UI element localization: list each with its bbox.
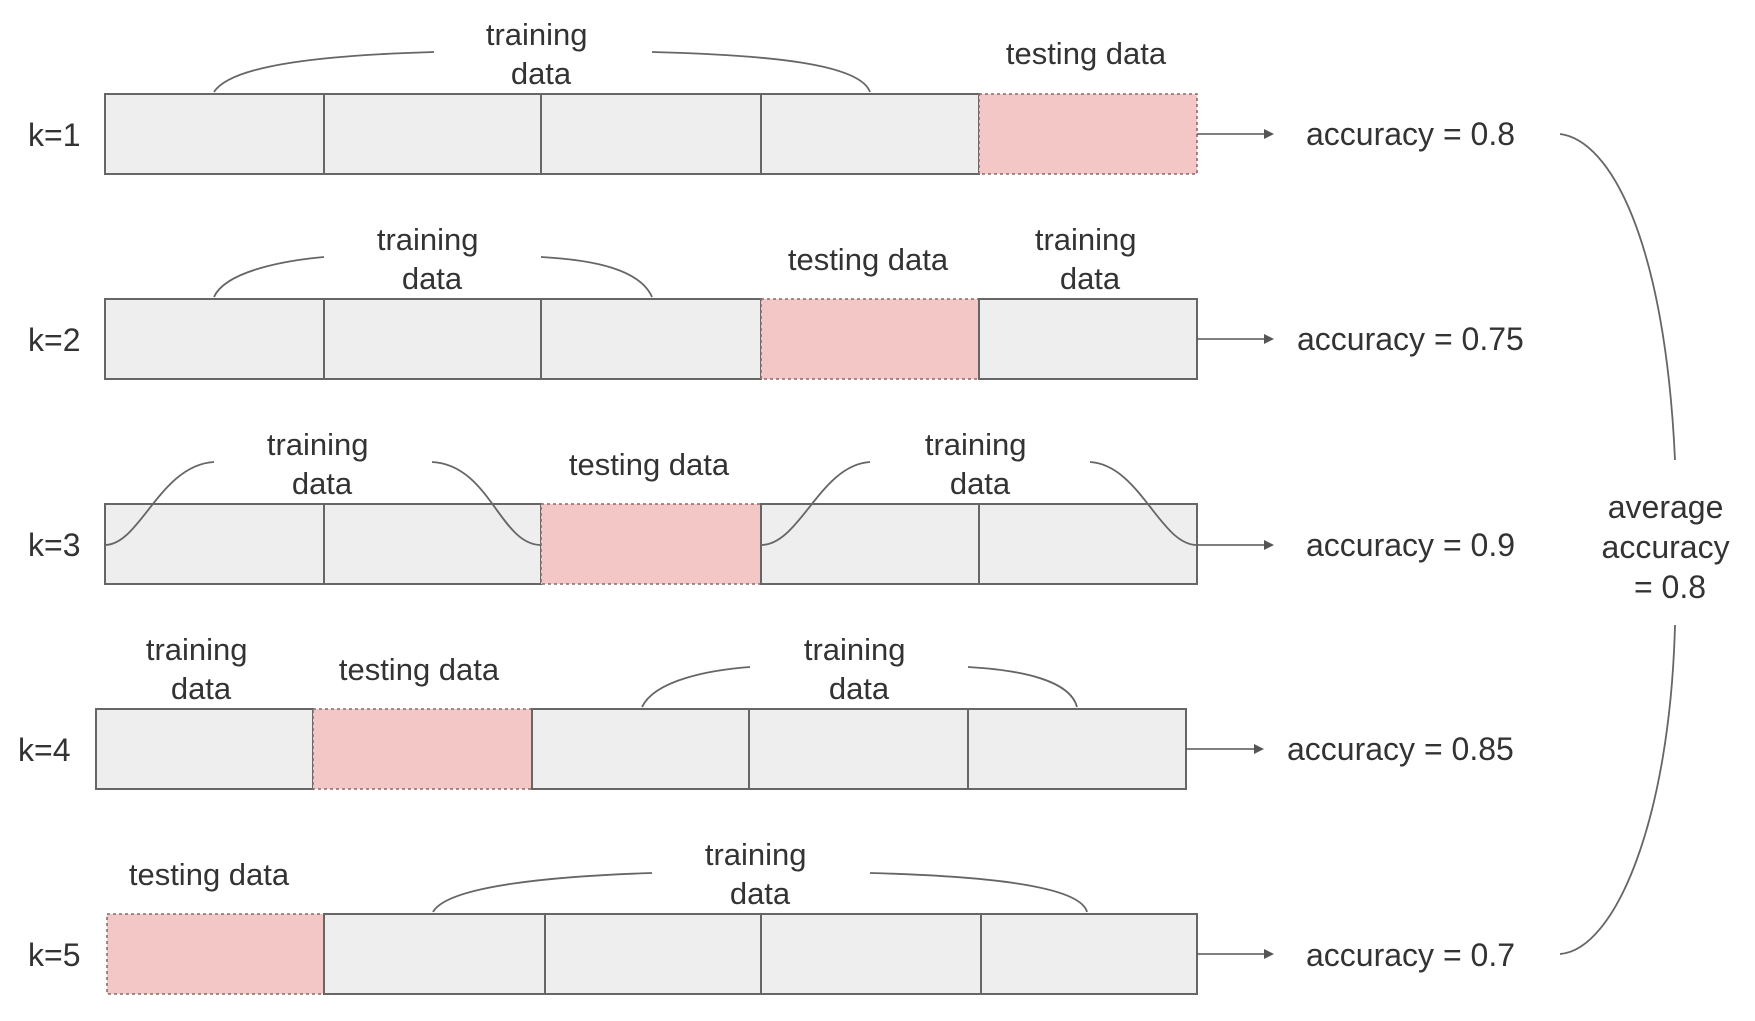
arrowhead bbox=[1264, 334, 1274, 344]
arrowhead bbox=[1264, 129, 1274, 139]
training-brace bbox=[641, 666, 751, 708]
training-brace bbox=[213, 256, 325, 298]
training-brace bbox=[651, 51, 871, 93]
average-bracket-top bbox=[1559, 133, 1676, 461]
training-segment bbox=[978, 503, 1198, 585]
average-accuracy-label: average accuracy = 0.8 bbox=[1602, 489, 1739, 605]
training-segment bbox=[748, 708, 969, 790]
training-brace bbox=[760, 461, 871, 546]
training-segment bbox=[760, 503, 980, 585]
fold-label-k3: k=3 bbox=[28, 527, 80, 563]
training-segment bbox=[323, 913, 546, 995]
training-brace bbox=[213, 51, 435, 93]
training-data-label: training data bbox=[925, 427, 1035, 501]
training-brace bbox=[431, 461, 542, 546]
accuracy-k5: accuracy = 0.7 bbox=[1306, 937, 1515, 973]
training-brace bbox=[540, 256, 653, 298]
training-data-label: training data bbox=[377, 222, 487, 296]
training-segment bbox=[978, 298, 1198, 380]
fold-row-k5: testing data training data accuracy = 0.… bbox=[106, 837, 1515, 995]
fold-label-k4: k=4 bbox=[18, 732, 70, 768]
testing-segment bbox=[312, 708, 533, 790]
arrowhead bbox=[1254, 744, 1264, 754]
training-brace bbox=[432, 872, 653, 913]
training-segment bbox=[104, 298, 325, 380]
testing-data-label: testing data bbox=[788, 242, 949, 277]
training-data-label: training data bbox=[705, 837, 815, 911]
accuracy-k2: accuracy = 0.75 bbox=[1297, 321, 1524, 357]
accuracy-k1: accuracy = 0.8 bbox=[1306, 116, 1515, 152]
fold-label-k1: k=1 bbox=[28, 117, 80, 153]
training-segment bbox=[540, 93, 762, 175]
training-brace bbox=[104, 461, 215, 546]
testing-segment bbox=[106, 913, 325, 995]
training-segment bbox=[104, 503, 325, 585]
fold-row-k3: training data testing data training data… bbox=[104, 427, 1515, 585]
training-data-label: training data bbox=[267, 427, 377, 501]
training-segment bbox=[95, 708, 314, 790]
fold-row-k2: training data testing data training data… bbox=[104, 222, 1524, 380]
average-bracket-bottom bbox=[1559, 624, 1676, 955]
training-segment bbox=[760, 913, 982, 995]
arrowhead bbox=[1264, 949, 1274, 959]
training-data-label: training data bbox=[804, 632, 914, 706]
training-brace bbox=[967, 666, 1078, 708]
fold-row-k1: training data testing data accuracy = 0.… bbox=[104, 17, 1515, 175]
training-brace bbox=[869, 872, 1088, 913]
training-segment bbox=[531, 708, 750, 790]
testing-segment bbox=[978, 93, 1198, 175]
training-segment bbox=[760, 93, 980, 175]
testing-data-label: testing data bbox=[1006, 36, 1167, 71]
training-segment bbox=[323, 93, 542, 175]
testing-data-label: testing data bbox=[339, 652, 500, 687]
accuracy-k4: accuracy = 0.85 bbox=[1287, 731, 1514, 767]
training-segment bbox=[967, 708, 1187, 790]
training-data-label: training data bbox=[1035, 222, 1145, 296]
training-segment bbox=[104, 93, 325, 175]
fold-label-k5: k=5 bbox=[28, 937, 80, 973]
arrowhead bbox=[1264, 540, 1274, 550]
testing-data-label: testing data bbox=[569, 447, 730, 482]
training-data-label: training data bbox=[146, 632, 256, 706]
testing-segment bbox=[760, 298, 980, 380]
training-segment bbox=[323, 298, 542, 380]
accuracy-k3: accuracy = 0.9 bbox=[1306, 527, 1515, 563]
training-brace bbox=[1089, 461, 1198, 546]
fold-label-k2: k=2 bbox=[28, 322, 80, 358]
training-data-label: training data bbox=[486, 17, 596, 91]
testing-segment bbox=[540, 503, 762, 585]
training-segment bbox=[980, 913, 1198, 995]
training-segment bbox=[323, 503, 542, 585]
fold-row-k4: training data testing data training data… bbox=[95, 632, 1514, 790]
training-segment bbox=[540, 298, 762, 380]
testing-data-label: testing data bbox=[129, 857, 290, 892]
training-segment bbox=[544, 913, 762, 995]
